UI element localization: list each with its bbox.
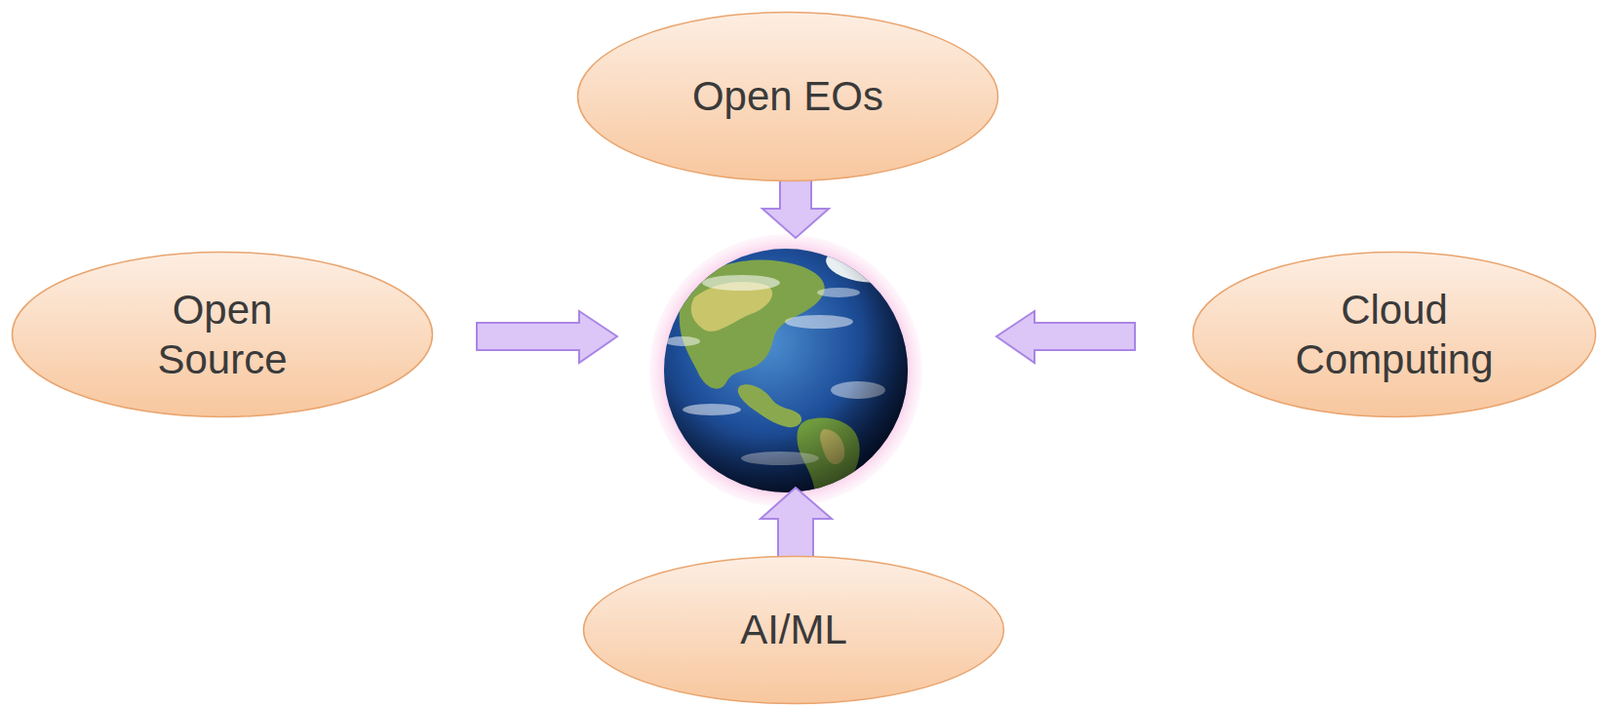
- ellipse-fill: [578, 12, 999, 182]
- globe-glow: [649, 234, 923, 508]
- ellipse-fill: [1193, 252, 1597, 418]
- arrow-right: [476, 311, 618, 363]
- ellipse-node: Open Source: [10, 250, 434, 419]
- ellipse-outline: [10, 250, 434, 419]
- node-label: Open Source: [129, 284, 315, 385]
- node-label: AI/ML: [740, 604, 848, 655]
- node-label: Cloud Computing: [1277, 284, 1512, 385]
- ellipse-fill: [584, 556, 1005, 704]
- ellipse-node: Cloud Computing: [1191, 250, 1598, 419]
- ellipse-node: Open EOs: [576, 10, 1000, 183]
- globe-sea: [663, 248, 908, 493]
- ellipse-fill: [12, 252, 433, 418]
- arrow-down: [762, 179, 829, 238]
- globe-shading: [663, 248, 908, 493]
- ellipse-node: AI/ML: [582, 554, 1006, 705]
- node-label: Open EOs: [692, 71, 884, 121]
- arrow-left: [996, 311, 1135, 363]
- ellipse-outline: [1191, 250, 1598, 419]
- arrow-up: [760, 487, 832, 567]
